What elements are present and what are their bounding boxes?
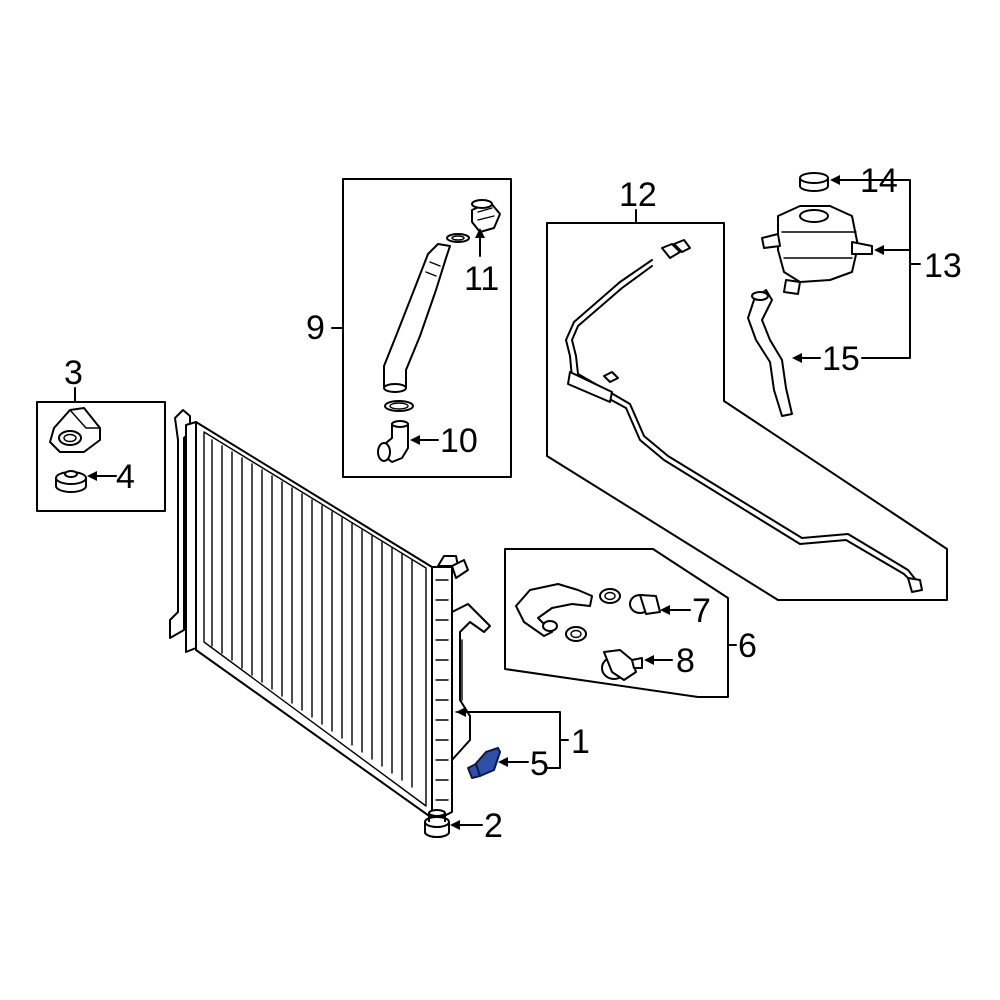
callout-6: 6 — [738, 627, 757, 665]
leader-lines — [74, 175, 921, 830]
callout-1: 1 — [571, 723, 590, 761]
callout-5: 5 — [530, 745, 549, 783]
callout-11: 11 — [464, 260, 499, 298]
hose-connector-part-11 — [471, 199, 501, 233]
callout-14: 14 — [860, 162, 898, 200]
group-box-6-8 — [504, 548, 729, 698]
reservoir-part-13 — [761, 205, 873, 295]
callout-15: 15 — [822, 340, 860, 378]
hose-connector-part-10 — [377, 420, 409, 463]
reservoir-hose-part-15 — [747, 289, 793, 417]
callout-2: 2 — [484, 807, 503, 845]
hose-connector-part-8 — [601, 649, 643, 681]
radiator-part — [169, 409, 491, 823]
group-box-3-4 — [36, 401, 166, 512]
grommet-part-2 — [424, 809, 450, 838]
reservoir-cap-part-14 — [799, 172, 829, 192]
callout-9: 9 — [306, 309, 325, 347]
upper-hose-part-9 — [383, 233, 470, 412]
callout-3: 3 — [64, 354, 83, 392]
callout-12: 12 — [619, 176, 657, 214]
overflow-tube-part-12 — [565, 239, 923, 593]
bracket-part-3 — [49, 407, 101, 453]
mount-part-4 — [55, 470, 87, 493]
lower-hose-part-6 — [515, 583, 621, 642]
deflector-part-5 — [467, 747, 501, 779]
callout-7: 7 — [692, 592, 711, 630]
callout-4: 4 — [116, 458, 135, 496]
callout-13: 13 — [924, 247, 962, 285]
callout-8: 8 — [676, 642, 695, 680]
callout-10: 10 — [440, 422, 478, 460]
group-box-12 — [546, 222, 948, 601]
hose-connector-part-7 — [629, 594, 661, 615]
